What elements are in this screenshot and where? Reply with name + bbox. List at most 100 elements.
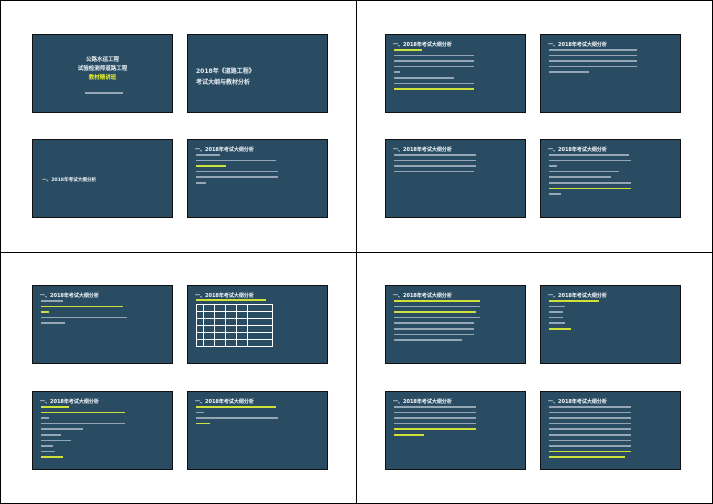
body-text-line xyxy=(549,411,631,414)
body-text-line xyxy=(394,154,476,156)
body-text-line xyxy=(549,450,631,453)
body-text-line xyxy=(549,54,637,57)
body-text-line xyxy=(549,456,625,458)
horizontal-divider xyxy=(0,252,713,253)
slide-content: 一、2018年考试大纲分析 xyxy=(385,34,526,113)
section-title: 一、2018年考试大纲分析 xyxy=(42,178,97,183)
body-text-line xyxy=(549,300,599,302)
slide-heading: 一、2018年考试大纲分析 xyxy=(393,399,452,405)
slide-heading: 一、2018年考试大纲分析 xyxy=(393,147,452,153)
body-text-line xyxy=(394,82,474,85)
body-text-line xyxy=(196,154,220,156)
slide-heading: 一、2018年考试大纲分析 xyxy=(40,293,99,299)
slide-heading: 一、2018年考试大纲分析 xyxy=(195,293,254,299)
body-text-line xyxy=(549,71,589,73)
body-text-line xyxy=(196,411,204,414)
body-text-line xyxy=(394,311,476,313)
body-text-line xyxy=(394,316,480,319)
slide-content: 一、2018年考试大纲分析 xyxy=(32,285,173,364)
body-text-line xyxy=(549,316,563,319)
body-text-line xyxy=(394,333,474,336)
body-text-line xyxy=(549,187,631,190)
cover-line-1: 公路水运工程 xyxy=(85,57,119,63)
slide-heading: 一、2018年考试大纲分析 xyxy=(548,399,607,405)
body-text-line xyxy=(394,300,480,302)
body-text-line xyxy=(394,165,476,167)
slide-heading: 一、2018年考试大纲分析 xyxy=(548,147,607,153)
slide-heading: 一、2018年考试大纲分析 xyxy=(393,293,452,299)
body-text-line xyxy=(41,450,55,453)
body-text-line xyxy=(394,49,422,51)
body-text-line xyxy=(196,159,276,162)
slide-table: 一、2018年考试大纲分析 xyxy=(187,285,328,364)
slide-content: 一、2018年考试大纲分析 xyxy=(540,285,681,364)
body-text-line xyxy=(549,193,561,195)
slide-content: 一、2018年考试大纲分析 xyxy=(385,285,526,364)
slide-content: 一、2018年考试大纲分析 xyxy=(385,391,526,470)
body-text-line xyxy=(41,434,61,436)
body-text-line xyxy=(549,154,629,156)
body-text-line xyxy=(394,339,462,341)
slide-heading: 一、2018年考试大纲分析 xyxy=(195,399,254,405)
title-line-2: 考试大纲与教材分析 xyxy=(196,79,251,86)
body-text-line xyxy=(196,417,278,419)
body-text-line xyxy=(549,60,637,62)
body-text-line xyxy=(549,328,571,330)
body-text-line xyxy=(41,445,53,447)
body-text-line xyxy=(549,182,631,184)
body-text-line xyxy=(394,305,480,308)
body-text-line xyxy=(549,406,631,408)
body-text-line xyxy=(549,311,563,313)
cover-line-3: 教材精讲班 xyxy=(88,75,117,81)
slide-heading: 一、2018年考试大纲分析 xyxy=(548,293,607,299)
body-text-line xyxy=(549,439,631,442)
slide-heading: 一、2018年考试大纲分析 xyxy=(195,147,254,153)
body-text-line xyxy=(394,159,476,162)
body-text-line xyxy=(549,49,637,51)
slide-cover: 公路水运工程 试验检测师道路工程 教材精讲班 xyxy=(32,34,173,113)
body-text-line xyxy=(394,428,476,430)
slide-heading: 一、2018年考试大纲分析 xyxy=(40,399,99,405)
cover-line-2: 试验检测师道路工程 xyxy=(77,66,128,72)
body-text-line xyxy=(394,434,424,436)
syllabus-table xyxy=(196,304,273,347)
body-text-line xyxy=(41,322,65,324)
body-text-line xyxy=(41,439,71,442)
slide-heading: 一、2018年考试大纲分析 xyxy=(393,42,452,48)
slide-content: 一、2018年考试大纲分析 xyxy=(540,391,681,470)
body-text-line xyxy=(394,411,476,414)
slide-content: 一、2018年考试大纲分析 xyxy=(540,139,681,218)
body-text-line xyxy=(41,300,63,302)
body-text-line xyxy=(394,77,454,79)
body-text-line xyxy=(394,54,474,57)
body-text-line xyxy=(196,170,278,173)
body-text-line xyxy=(549,434,631,436)
slide-section: 一、2018年考试大纲分析 xyxy=(32,139,173,218)
body-text-line xyxy=(394,71,400,73)
body-text-line xyxy=(196,182,206,184)
body-text-line xyxy=(549,65,637,68)
body-text-line xyxy=(41,456,63,458)
slide-content: 一、2018年考试大纲分析 xyxy=(187,391,328,470)
slide-content: 一、2018年考试大纲分析 xyxy=(32,391,173,470)
body-text-line xyxy=(196,406,276,408)
body-text-line xyxy=(549,422,631,425)
body-text-line xyxy=(394,406,476,408)
body-text-line xyxy=(394,328,474,330)
slide-heading: 一、2018年考试大纲分析 xyxy=(548,42,607,48)
body-text-line xyxy=(549,417,631,419)
body-text-line xyxy=(549,322,565,324)
slide-content: 一、2018年考试大纲分析 xyxy=(385,139,526,218)
body-text-line xyxy=(394,417,476,419)
body-text-line xyxy=(41,316,127,319)
body-text-line xyxy=(549,305,565,308)
title-line-1: 2018年《道路工程》 xyxy=(196,68,255,75)
slide-title: 2018年《道路工程》 考试大纲与教材分析 xyxy=(187,34,328,113)
body-text-line xyxy=(549,445,631,447)
body-text-line xyxy=(196,422,210,425)
body-text-line xyxy=(549,165,557,167)
body-text-line xyxy=(549,428,631,430)
body-text-line xyxy=(394,88,474,90)
body-text-line xyxy=(41,305,123,308)
body-text-line xyxy=(41,422,125,425)
